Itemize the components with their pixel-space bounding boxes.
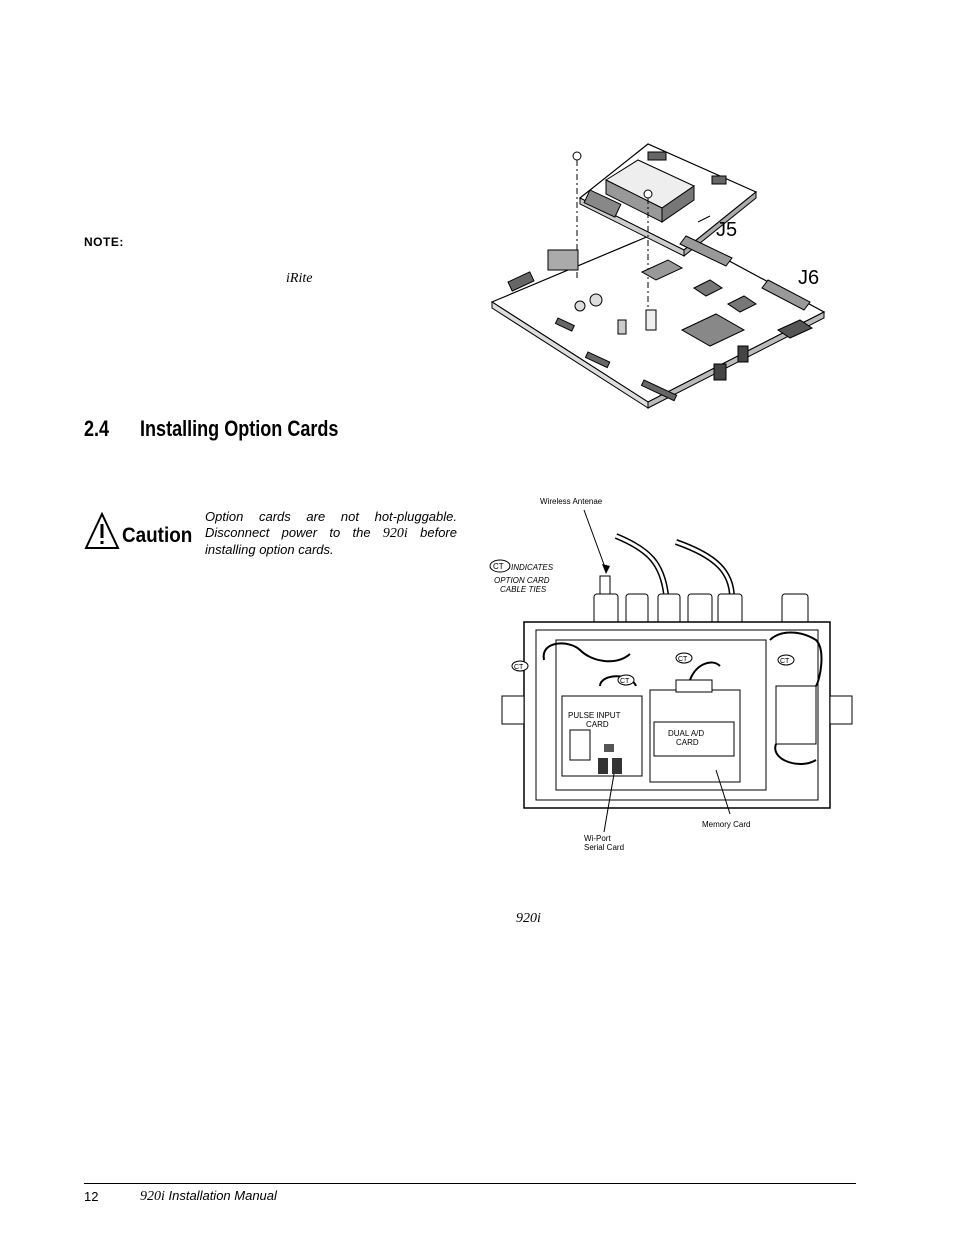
caution-model: 920i — [382, 526, 408, 541]
ct-legend-line2: OPTION CARD — [494, 576, 550, 585]
ct-marker-right: CT — [780, 658, 790, 665]
ct-marker-pulse: CT — [620, 678, 630, 685]
dual-ad-line2: CARD — [676, 738, 699, 747]
caution-icon: Caution — [84, 512, 192, 549]
caution-text-after: before installing option cards. — [205, 525, 457, 557]
main-board — [490, 227, 826, 403]
ct-marker-left: CT — [514, 664, 524, 671]
section-number: 2.4 — [84, 416, 110, 441]
caution-text-before: Option cards are not hot-pluggable. Disc… — [205, 509, 457, 540]
j6-label: J6 — [798, 267, 819, 289]
caution-label: Caution — [122, 524, 192, 547]
note-label: NOTE: — [84, 235, 124, 249]
ct-marker-center: CT — [678, 656, 688, 663]
wiport-line2: Serial Card — [584, 843, 624, 852]
enclosure-figure: Wireless Antenae CT INDICATES OPTION CAR… — [489, 497, 853, 852]
ct-legend-marker: CT — [493, 562, 504, 571]
footer-model: 920i — [140, 1189, 165, 1204]
section-title: Installing Option Cards — [140, 416, 339, 441]
wiport-line1: Wi-Port — [584, 834, 611, 843]
footer-title-text: Installation Manual — [164, 1188, 277, 1203]
page-number: 12 — [84, 1189, 99, 1204]
wireless-antennae-label: Wireless Antenae — [540, 497, 603, 506]
memory-card-label: Memory Card — [702, 820, 750, 829]
j5-label: J5 — [716, 219, 737, 241]
j5-connector — [679, 235, 733, 267]
ct-indicates-label: INDICATES — [511, 563, 554, 572]
pulse-input-line2: CARD — [586, 720, 609, 729]
caution-text: Option cards are not hot-pluggable. Disc… — [205, 509, 457, 558]
cable-glands — [593, 593, 809, 625]
pulse-input-line1: PULSE INPUT — [568, 711, 621, 720]
figure-caption-model: 920i — [516, 911, 541, 926]
irite-software-name: iRite — [286, 271, 313, 286]
footer-rule — [84, 1183, 856, 1184]
footer-manual-title: 920i Installation Manual — [140, 1188, 277, 1205]
j6-connector — [761, 279, 811, 311]
ct-legend-line3: CABLE TIES — [500, 585, 547, 594]
cpu-board-figure: J5 J6 — [490, 143, 826, 409]
dual-ad-line1: DUAL A/D — [668, 729, 704, 738]
